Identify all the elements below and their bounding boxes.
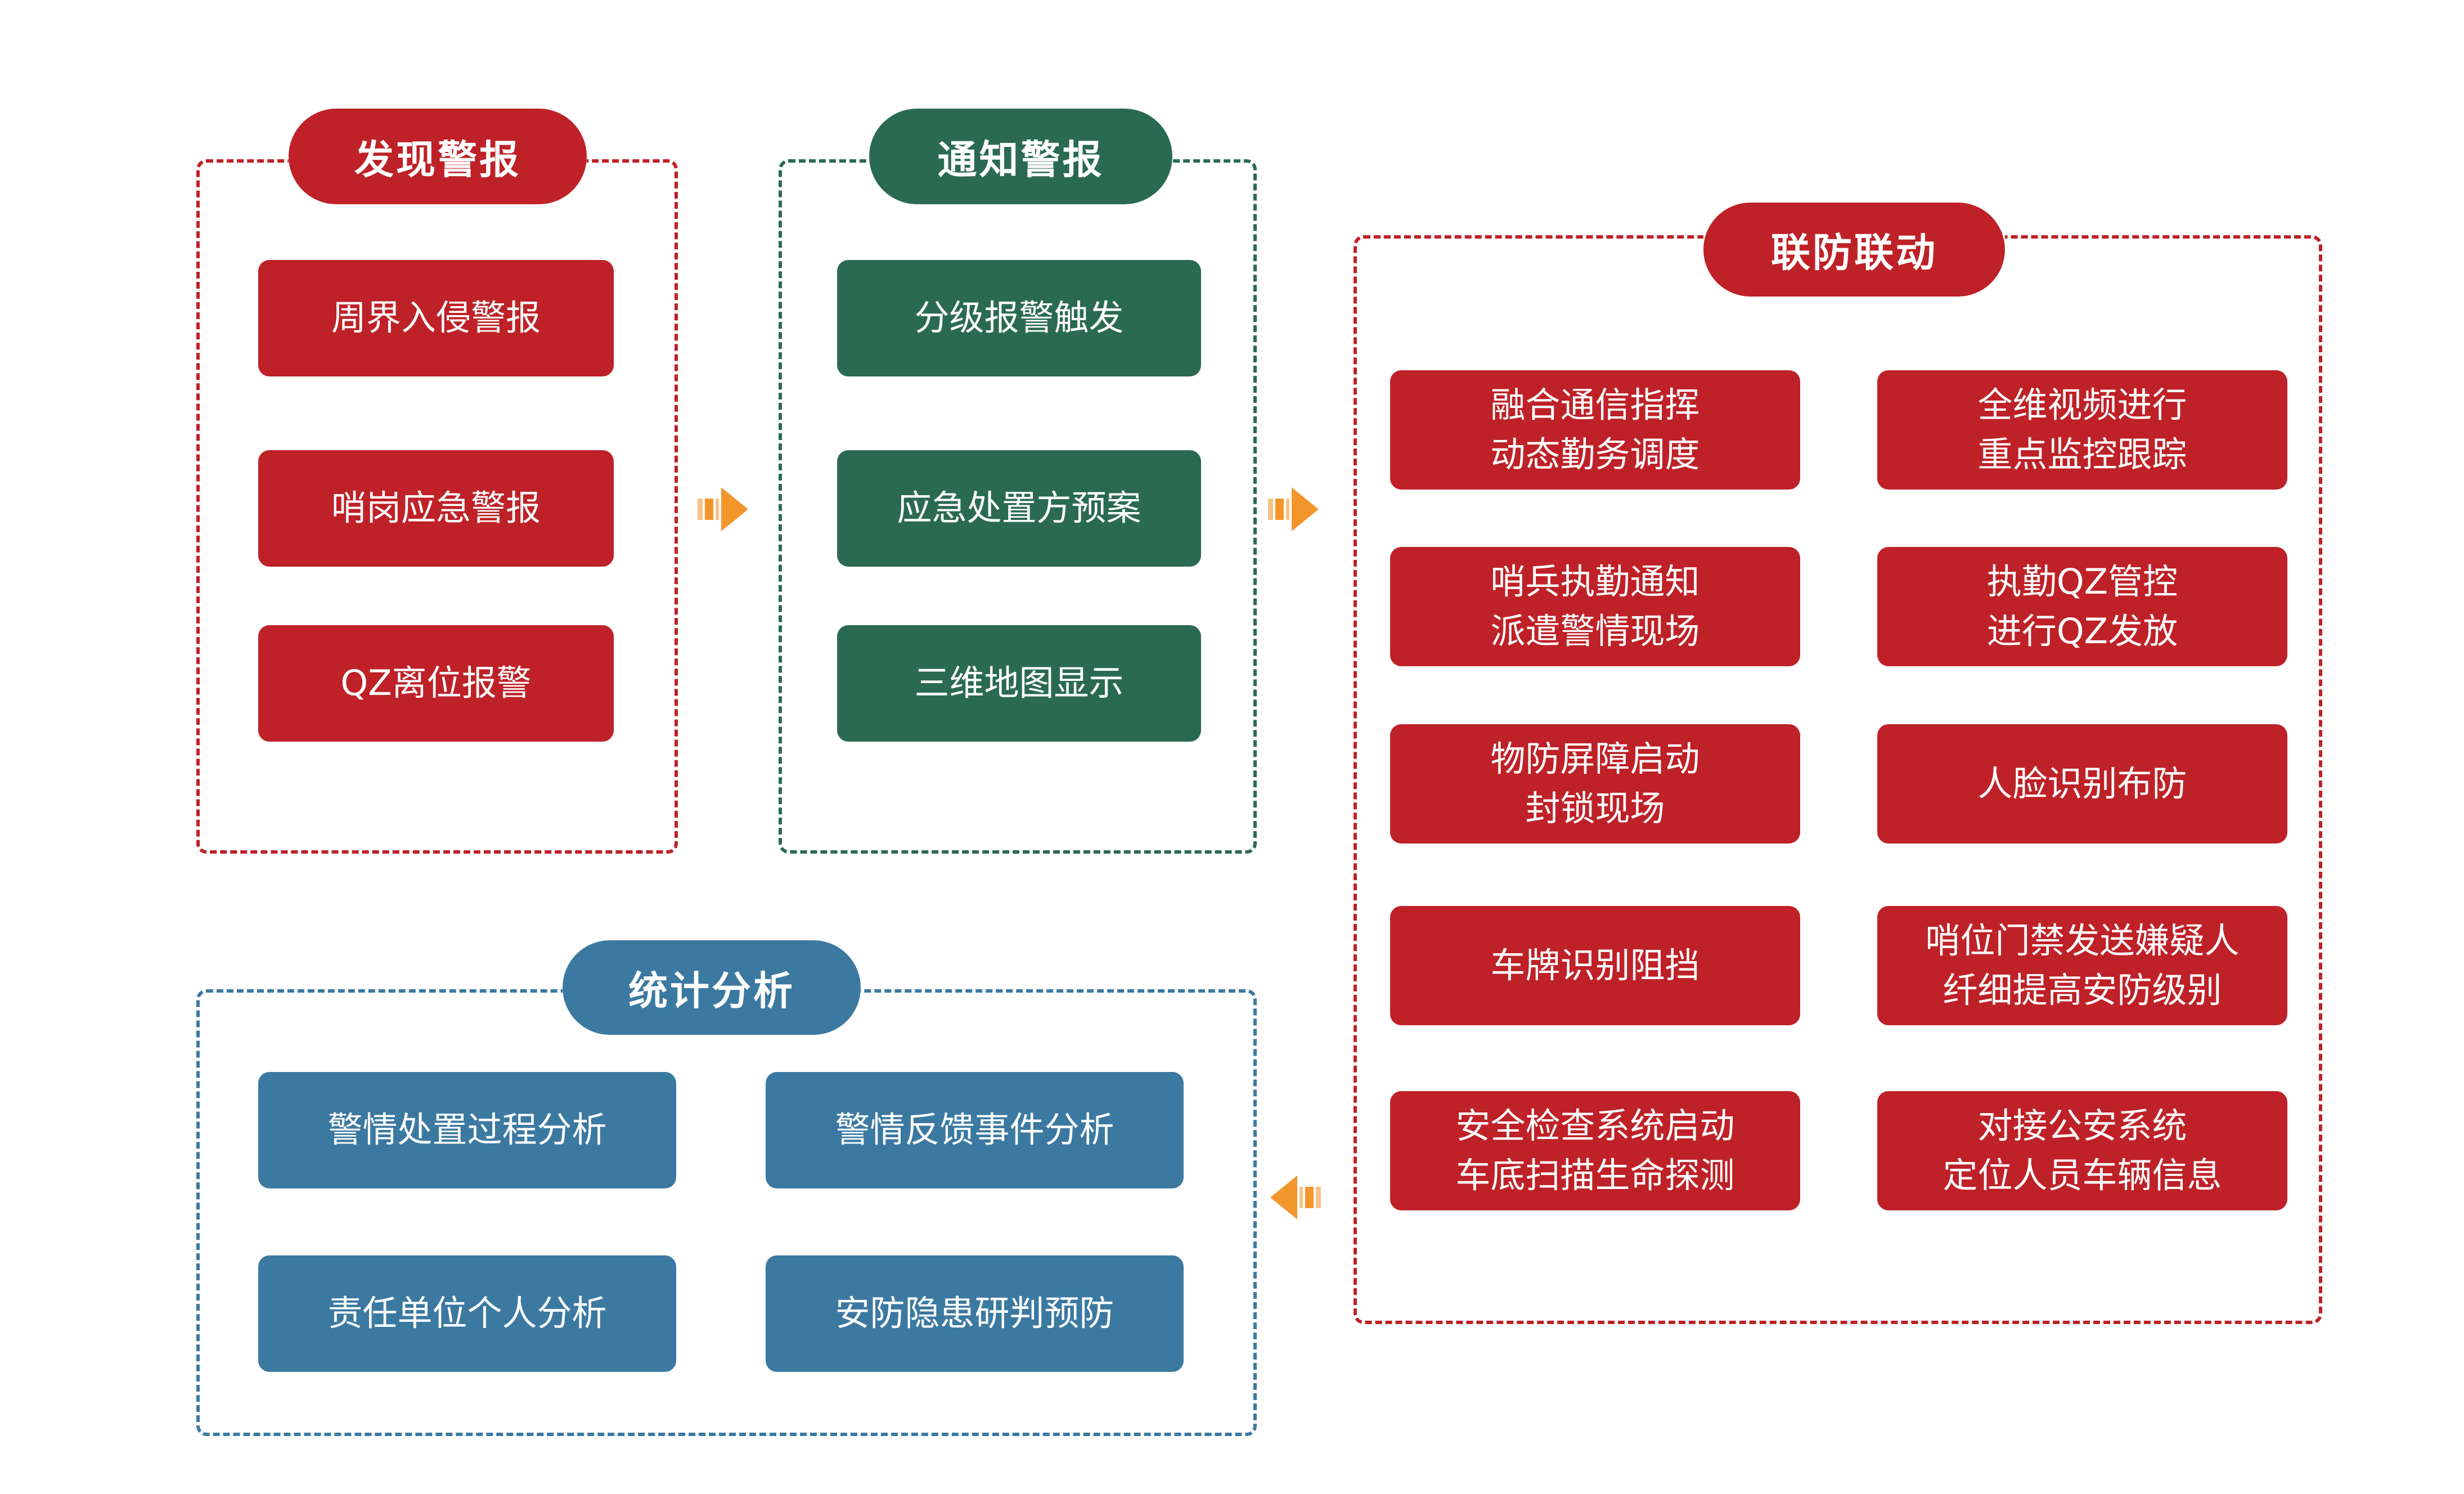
joint-defense-title-pill: 联防联动 <box>1703 203 2005 297</box>
joint-item-plate-recognition-block: 车牌识别阻挡 <box>1390 906 1800 1025</box>
discover-item-perimeter-intrusion: 周界入侵警报 <box>258 260 614 376</box>
joint-item-fusion-comms-dispatch: 融合通信指挥 动态勤务调度 <box>1390 370 1800 490</box>
stats-item-hidden-danger-analysis: 安防隐患研判预防 <box>766 1255 1184 1372</box>
joint-item-security-check-life-detect: 安全检查系统启动 车底扫描生命探测 <box>1390 1091 1800 1210</box>
flow-arrow-right-icon <box>698 487 748 531</box>
discover-item-sentry-emergency: 哨岗应急警报 <box>258 450 614 567</box>
joint-item-face-recognition-deploy: 人脸识别布防 <box>1877 724 2287 844</box>
notify-item-3d-map-display: 三维地图显示 <box>837 625 1201 742</box>
joint-item-omni-video-tracking: 全维视频进行 重点监控跟踪 <box>1877 370 2287 490</box>
notify-alarm-title-pill: 通知警报 <box>869 109 1172 204</box>
stats-analysis-title-pill: 统计分析 <box>563 940 861 1035</box>
stats-analysis-title: 统计分析 <box>563 940 861 1035</box>
joint-defense-title: 联防联动 <box>1703 203 2005 297</box>
discover-alarm-title-pill: 发现警报 <box>289 109 587 204</box>
joint-item-qz-control-issue: 执勤QZ管控 进行QZ发放 <box>1877 547 2287 666</box>
notify-item-emergency-plan: 应急处置方预案 <box>837 450 1201 567</box>
stats-item-responsible-unit-analysis: 责任单位个人分析 <box>258 1255 676 1372</box>
discover-item-qz-off-position: QZ离位报警 <box>258 625 614 742</box>
stats-item-disposal-process-analysis: 警情处置过程分析 <box>258 1072 676 1188</box>
joint-item-access-suspect-alert: 哨位门禁发送嫌疑人 纤细提高安防级别 <box>1877 906 2287 1025</box>
joint-item-physical-barrier-lockdown: 物防屏障启动 封锁现场 <box>1390 724 1800 844</box>
notify-alarm-title: 通知警报 <box>869 109 1172 204</box>
notify-item-graded-alarm-trigger: 分级报警触发 <box>837 260 1201 376</box>
joint-item-sentry-duty-notice: 哨兵执勤通知 派遣警情现场 <box>1390 547 1800 666</box>
discover-alarm-title: 发现警报 <box>289 109 587 204</box>
joint-item-police-system-locate: 对接公安系统 定位人员车辆信息 <box>1877 1091 2287 1210</box>
flow-arrow-right-icon <box>1268 487 1319 531</box>
stats-item-feedback-event-analysis: 警情反馈事件分析 <box>766 1072 1184 1188</box>
flow-arrow-left-icon <box>1270 1176 1321 1219</box>
